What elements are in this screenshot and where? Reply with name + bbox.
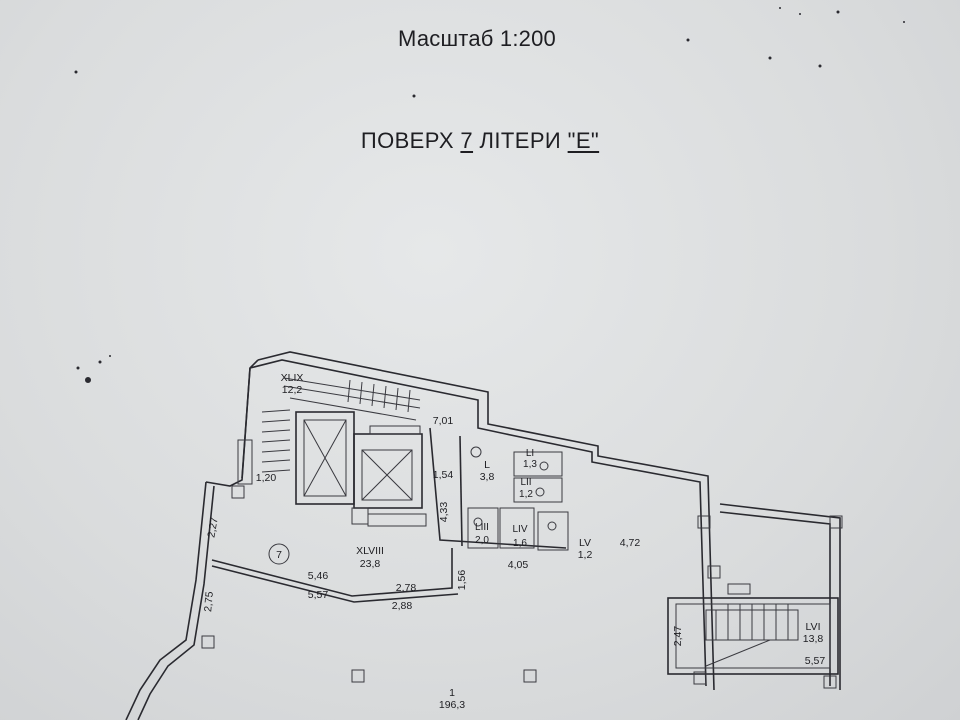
- scan-specks: [74, 7, 905, 383]
- room-1-id: 1: [449, 687, 455, 699]
- room-l-id: L: [484, 459, 490, 471]
- room-lii-id: LII: [520, 477, 531, 488]
- room-li-area: 1,3: [523, 459, 537, 470]
- dim-4-72: 4,72: [620, 537, 641, 549]
- room-lii-area: 1,2: [519, 489, 533, 500]
- dim-1-20: 1,20: [256, 472, 277, 484]
- room-l-area: 3,8: [480, 471, 495, 483]
- dim-4-05: 4,05: [508, 559, 529, 571]
- room-lv-id: LV: [579, 537, 591, 549]
- floor-number: 7: [460, 128, 474, 153]
- dim-1-56: 1,56: [456, 570, 468, 591]
- room-xlviii-id: XLVIII: [356, 545, 384, 557]
- dim-2-27: 2,27: [205, 516, 220, 538]
- room-liii-id: LIII: [475, 522, 489, 533]
- floor-marker: 7: [268, 543, 290, 565]
- floor-marker-number: 7: [276, 549, 282, 561]
- room-liv-area: 1,6: [513, 538, 527, 549]
- dim-2-78: 2,78: [396, 582, 417, 594]
- room-lvi-id: LVI: [806, 621, 821, 633]
- elevator-shafts: [295, 411, 427, 527]
- room-xlix-id: XLIX: [281, 372, 304, 384]
- floor-title-middle: ЛІТЕРИ: [473, 128, 568, 153]
- room-1-area: 196,3: [439, 699, 465, 711]
- dim-7-01: 7,01: [433, 415, 454, 427]
- stair-lvi: [705, 583, 799, 667]
- dim-1-54: 1,54: [433, 469, 454, 481]
- dim-5-57-a: 5,57: [308, 589, 329, 601]
- room-liv-id: LIV: [512, 524, 527, 535]
- dim-2-88: 2,88: [392, 600, 413, 612]
- stair-xlix: [237, 377, 421, 485]
- floor-title: ПОВЕРХ 7 ЛІТЕРИ "Е": [0, 128, 960, 154]
- outer-walls: [125, 351, 841, 720]
- dim-5-46: 5,46: [308, 570, 329, 582]
- room-lvi-area: 13,8: [803, 633, 824, 645]
- floor-title-prefix: ПОВЕРХ: [360, 128, 461, 153]
- dim-5-57-b: 5,57: [805, 655, 826, 667]
- columns: [201, 485, 843, 689]
- room-xlviii-area: 23,8: [360, 558, 381, 570]
- dimension-labels: 7,01 1,20 1,54 4,33 2,27 5,46 5,57 2,78 …: [202, 415, 825, 667]
- room-partitions: [211, 427, 569, 603]
- room-labels: XLIX 12,2 L 3,8 LI 1,3 LII 1,2 LIII 2,0 …: [281, 372, 824, 711]
- dim-2-47: 2,47: [672, 626, 684, 647]
- building-letter: "Е": [567, 128, 600, 153]
- dim-2-75: 2,75: [202, 591, 216, 613]
- dim-4-33: 4,33: [438, 502, 450, 523]
- room-lv-area: 1,2: [578, 549, 593, 561]
- room-li-id: LI: [526, 448, 534, 459]
- room-xlix-area: 12,2: [282, 384, 303, 396]
- scale-label: Масштаб 1:200: [398, 26, 556, 51]
- room-liii-area: 2,0: [475, 535, 489, 546]
